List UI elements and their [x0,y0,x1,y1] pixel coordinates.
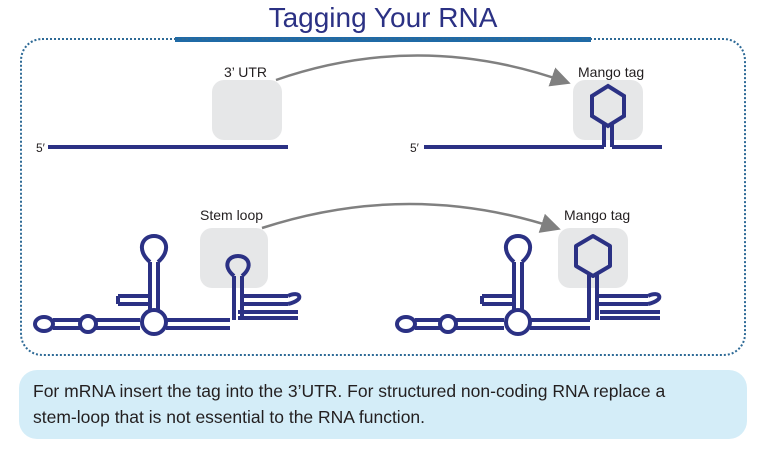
ncrna-structure-left [33,234,302,336]
caption-line-2: stem-loop that is not essential to the R… [33,407,426,427]
mrna-arrow [275,54,571,87]
multi-branch-junction [140,308,168,336]
mango-tag-label-bottom: Mango tag [564,207,630,223]
mango-tag-highlight-box-bottom [558,228,628,288]
mrna-source-group: 5′ 3’ UTR [36,64,288,155]
diagram-frame [20,38,746,356]
terminal-loop [33,315,55,333]
five-prime-label-left: 5′ [36,141,46,155]
ncrna-source-group: Stem loop [33,207,302,336]
mrna-target-group: Mango tag 5′ [410,64,662,155]
ncrna-structure-right [395,234,662,336]
stem-loop-label: Stem loop [200,207,263,223]
mango-tag-hexagon-top [590,83,626,129]
page-title: Tagging Your RNA [268,2,498,33]
mango-tag-hexagon-bottom [574,234,612,278]
mango-tag-highlight-box-top [573,80,643,140]
utr-label: 3’ UTR [224,64,267,80]
mango-tag-label-top: Mango tag [578,64,644,80]
tall-hairpin-loop [139,234,169,264]
five-prime-label-right: 5′ [410,141,420,155]
ncrna-arrow [261,202,561,233]
caption-line-1: For mRNA insert the tag into the 3’UTR. … [33,381,666,401]
caption-box: For mRNA insert the tag into the 3’UTR. … [19,370,747,439]
internal-loop-small [78,314,98,334]
ncrna-target-group: Mango tag [395,207,662,336]
right-branch-loop [287,292,302,306]
utr-highlight-box [212,80,282,140]
stem-loop-hairpin [225,254,251,278]
